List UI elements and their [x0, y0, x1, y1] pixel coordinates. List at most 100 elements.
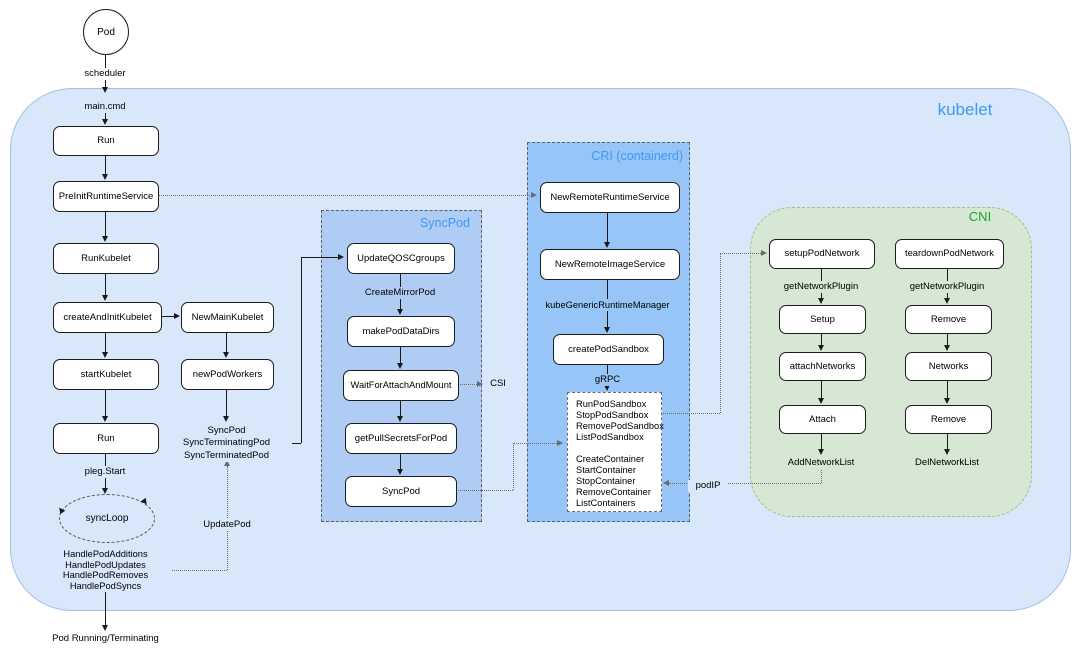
label-scheduler: scheduler: [75, 68, 135, 80]
node-attach: Attach: [779, 405, 866, 434]
arrow-down-icon: [102, 416, 108, 422]
edge-addlist-to-podip-v: [821, 470, 822, 483]
arrow-down-icon: [944, 398, 950, 404]
label-grpc: gRPC: [585, 374, 630, 386]
arrow-down-icon: [944, 345, 950, 351]
node-teardown-pod-network: teardownPodNetwork: [895, 239, 1004, 269]
edge-grpcbox-to-setupnet-h1: [663, 413, 720, 414]
node-setup: Setup: [779, 305, 866, 334]
node-make-pod-data-dirs: makePodDataDirs: [347, 316, 455, 347]
label-add-network-list: AddNetworkList: [771, 457, 871, 469]
grpc-container-methods: CreateContainer StartContainer StopConta…: [576, 454, 651, 508]
arrow-down-icon: [604, 385, 610, 391]
arrow-down-icon: [223, 352, 229, 358]
arrow-down-icon: [818, 298, 824, 304]
edge-syncpod-to-grpcbox-v: [513, 443, 514, 490]
arrow-down-icon: [944, 449, 950, 455]
arrow-down-icon: [102, 295, 108, 301]
label-update-pod: UpdatePod: [197, 519, 257, 531]
node-sync-loop: syncLoop: [59, 494, 155, 543]
label-pleg-start: pleg.Start: [75, 466, 135, 478]
arrow-down-icon: [102, 236, 108, 242]
syncpod-title: SyncPod: [419, 216, 470, 230]
node-run-1: Run: [53, 126, 159, 156]
label-kube-generic-runtime-manager: kubeGenericRuntimeManager: [535, 299, 680, 311]
arrow-down-icon: [397, 309, 403, 315]
node-setup-pod-network: setupPodNetwork: [769, 239, 875, 269]
node-start-kubelet: startKubelet: [53, 359, 159, 390]
node-wait-for-attach-and-mount: WaitForAttachAndMount: [343, 370, 459, 401]
cri-title: CRI (containerd): [591, 149, 683, 163]
label-pod-ip: podIP: [688, 480, 728, 492]
edge-runkubelet-to-createinit: [105, 272, 106, 296]
node-new-remote-runtime-service: NewRemoteRuntimeService: [540, 182, 680, 213]
arrow-up-icon: [224, 460, 230, 466]
node-pod: Pod: [83, 9, 129, 55]
edge-newmain-to-newpodworkers: [226, 331, 227, 353]
node-networks: Networks: [905, 352, 992, 381]
edge-attachnets-to-attach: [821, 381, 822, 399]
arrow-right-icon: [477, 381, 483, 387]
arrow-down-icon: [102, 174, 108, 180]
arrow-down-icon: [818, 398, 824, 404]
arrow-right-icon: [557, 440, 563, 446]
edge-getpull-to-syncpod: [400, 452, 401, 470]
kubelet-title: kubelet: [937, 100, 993, 119]
edge-createinit-to-newmain: [161, 316, 175, 317]
label-csi: CSI: [490, 378, 506, 389]
edge-addlist-to-podip-h: [669, 483, 821, 484]
node-remove-bottom: Remove: [905, 405, 992, 434]
edge-maincmd-to-run: [105, 113, 106, 119]
node-attach-networks: attachNetworks: [779, 352, 866, 381]
edge-callbacks-elbow-v: [301, 257, 302, 443]
arrow-down-icon: [102, 625, 108, 631]
label-sync-pod-callbacks: SyncPod SyncTerminatingPod SyncTerminate…: [161, 425, 292, 462]
edge-createinit-to-startkubelet: [105, 331, 106, 353]
edge-attach-to-addlist: [821, 434, 822, 450]
edge-networks-to-remove2: [947, 381, 948, 399]
label-del-network-list: DelNetworkList: [897, 457, 997, 469]
node-update-qos-cgroups: UpdateQOSCgroups: [347, 243, 455, 274]
node-create-and-init-kubelet: createAndInitKubelet: [53, 302, 162, 333]
edge-grpcbox-to-setupnet-h2: [720, 253, 763, 254]
arrow-down-icon: [604, 327, 610, 333]
label-get-network-plugin-right: getNetworkPlugin: [897, 281, 997, 293]
edge-syncpod-to-grpcbox-h2: [513, 443, 559, 444]
edge-waitfor-to-getpull: [400, 399, 401, 417]
node-get-pull-secrets-for-pod: getPullSecretsForPod: [345, 423, 457, 454]
node-new-pod-workers: newPodWorkers: [181, 359, 274, 390]
node-sync-pod: SyncPod: [345, 476, 457, 507]
node-preinit-runtime-service: PreInitRuntimeService: [53, 181, 159, 212]
arrow-right-icon: [174, 313, 180, 319]
node-new-remote-image-service: NewRemoteImageService: [540, 249, 680, 280]
arrow-down-icon: [102, 119, 108, 125]
arrow-down-icon: [102, 488, 108, 494]
arrow-down-icon: [397, 416, 403, 422]
node-remove-top: Remove: [905, 305, 992, 334]
label-pod-running-terminating: Pod Running/Terminating: [40, 633, 171, 645]
node-run-2: Run: [53, 423, 159, 454]
arrow-down-icon: [102, 87, 108, 93]
edge-handlepods-to-podrunning: [105, 592, 106, 626]
node-create-pod-sandbox: createPodSandbox: [553, 334, 664, 365]
grpc-sandbox-methods: RunPodSandbox StopPodSandbox RemovePodSa…: [576, 399, 664, 442]
edge-syncpod-to-grpcbox-h1: [456, 490, 513, 491]
edge-handlepods-to-updatepod-h: [146, 570, 227, 571]
edge-newruntime-to-newimage: [607, 211, 608, 243]
arrow-down-icon: [818, 449, 824, 455]
arrow-right-icon: [531, 192, 537, 198]
edge-preinit-to-newruntime: [158, 195, 532, 196]
edge-grpcbox-to-setupnet-v: [720, 253, 721, 413]
edge-startkubelet-to-run2: [105, 388, 106, 417]
edge-newpodworkers-to-callbacks: [226, 388, 227, 417]
arrow-left-icon: [663, 480, 669, 486]
label-get-network-plugin-left: getNetworkPlugin: [771, 281, 871, 293]
edge-remove-to-networks: [947, 334, 948, 346]
arrow-down-icon: [604, 242, 610, 248]
node-run-kubelet: RunKubelet: [53, 243, 159, 274]
arrow-down-icon: [397, 363, 403, 369]
node-grpc-methods: RunPodSandbox StopPodSandbox RemovePodSa…: [567, 392, 664, 512]
edge-callbacks-elbow-h2: [301, 257, 339, 258]
label-create-mirror-pod: CreateMirrorPod: [355, 287, 445, 299]
arrow-right-icon: [761, 250, 767, 256]
